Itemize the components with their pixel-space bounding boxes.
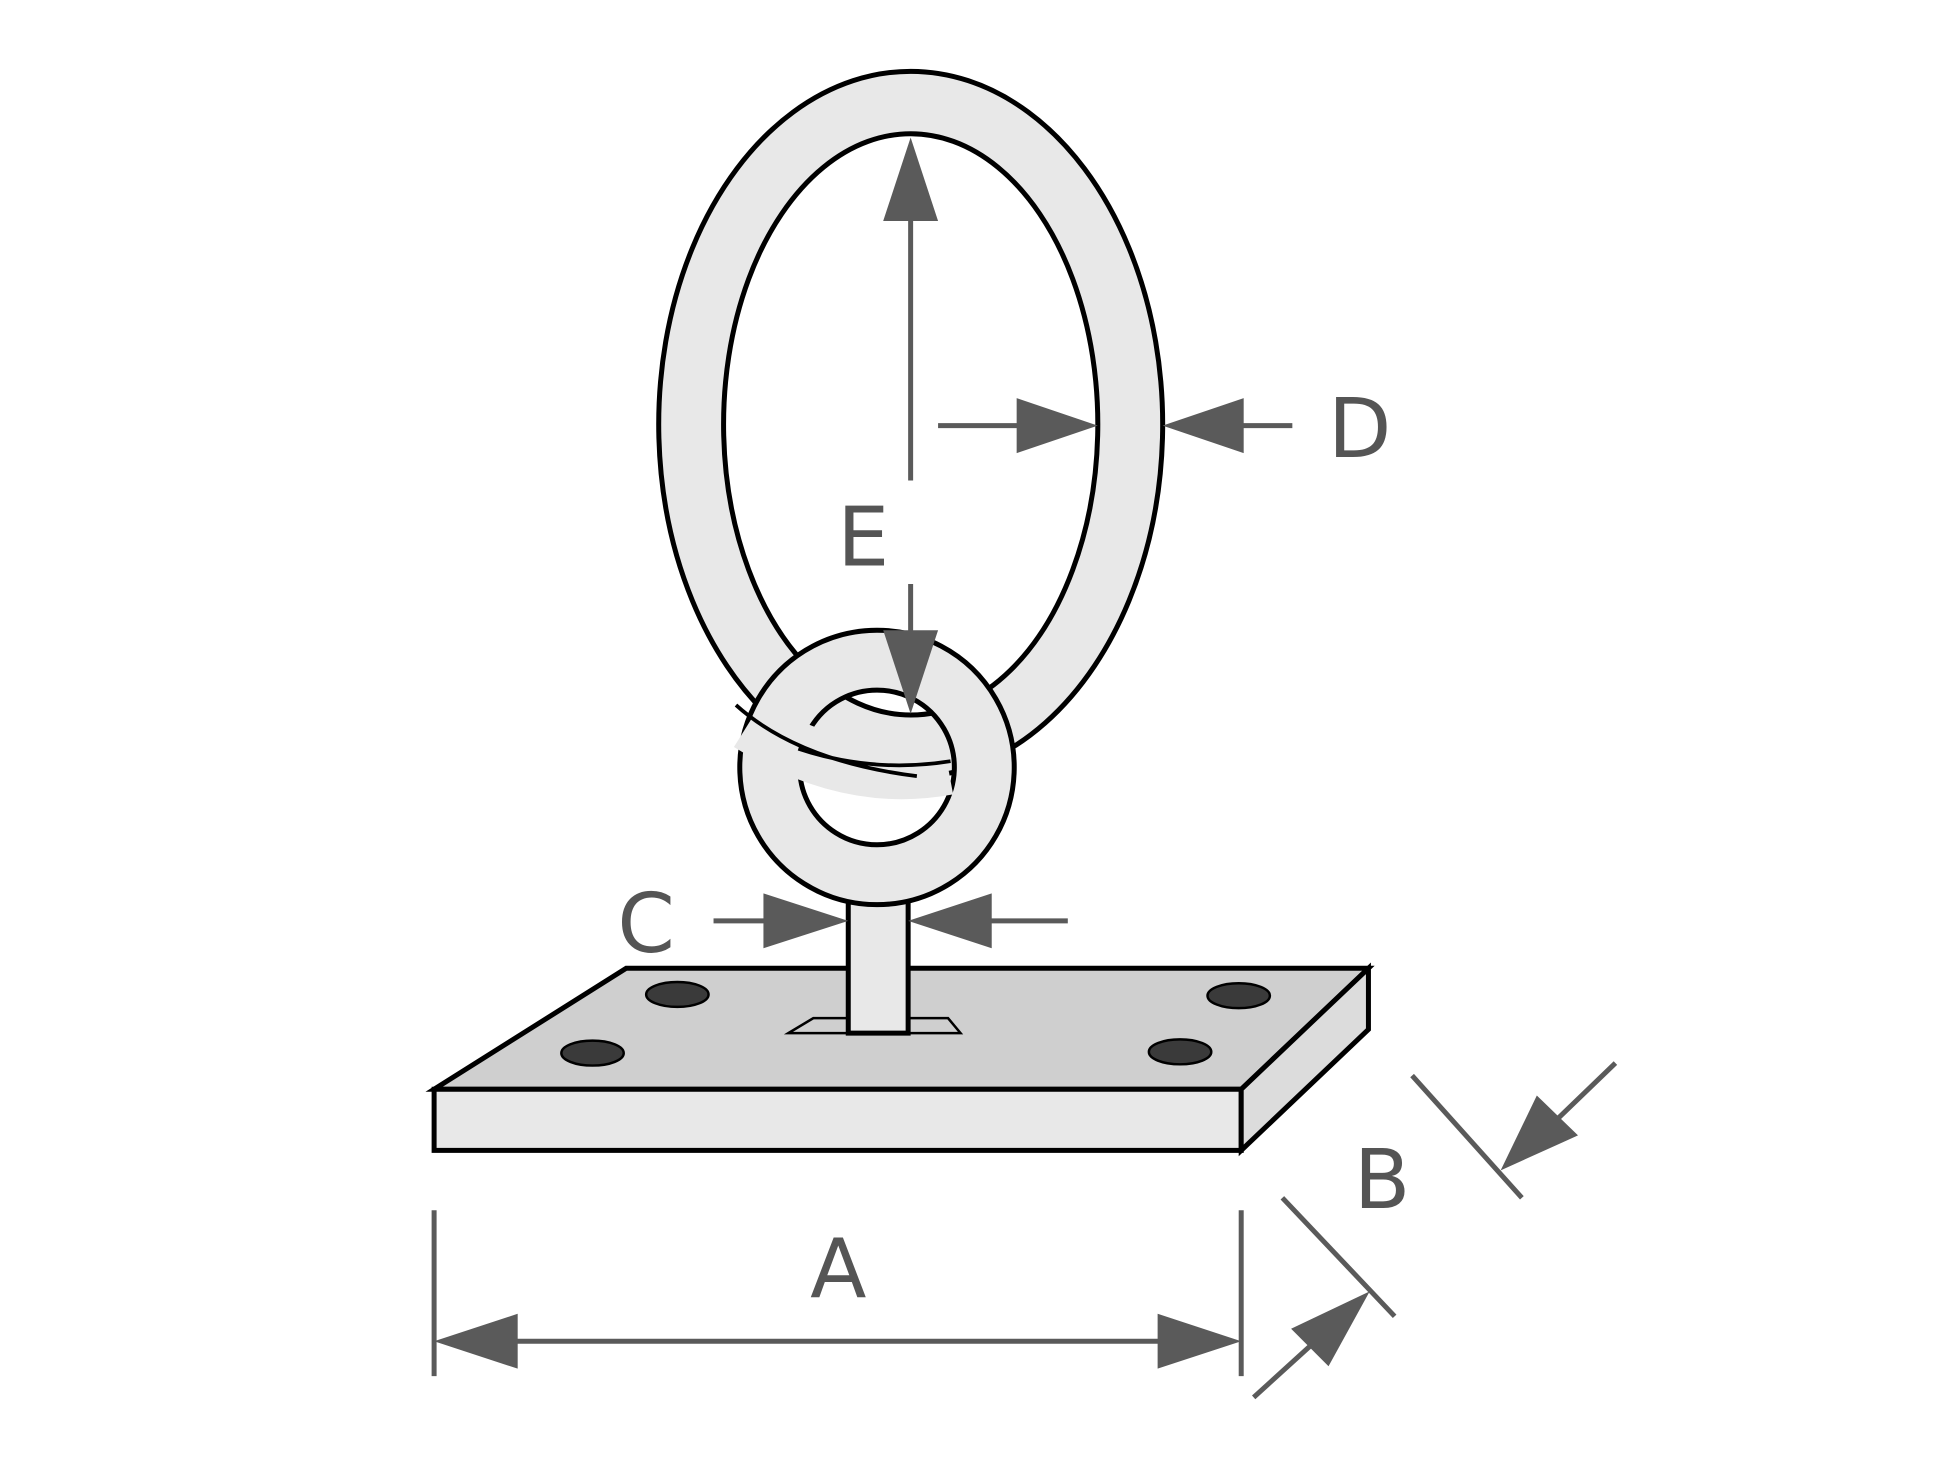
mounting-hole xyxy=(1206,981,1272,1010)
mounting-hole xyxy=(644,980,710,1009)
dimension-B: B xyxy=(1251,1061,1618,1400)
mounting-hole xyxy=(1147,1038,1213,1066)
large-ring-overlap xyxy=(733,700,954,800)
plate-side-face xyxy=(1238,962,1371,1157)
label-B: B xyxy=(1354,1133,1410,1228)
label-C: C xyxy=(617,877,675,972)
label-E: E xyxy=(837,490,889,585)
small-ring xyxy=(737,627,1017,908)
dimension-D: D xyxy=(938,382,1391,477)
shank-join xyxy=(850,860,906,899)
label-A: A xyxy=(810,1223,866,1318)
label-D: D xyxy=(1328,382,1391,477)
dimension-A: A xyxy=(431,1210,1244,1377)
mounting-hole xyxy=(560,1039,625,1067)
dimension-E: E xyxy=(837,137,939,714)
plate-front-face xyxy=(431,1086,1244,1153)
dimension-C: C xyxy=(617,877,1068,972)
eye-bolt xyxy=(733,627,1017,1036)
